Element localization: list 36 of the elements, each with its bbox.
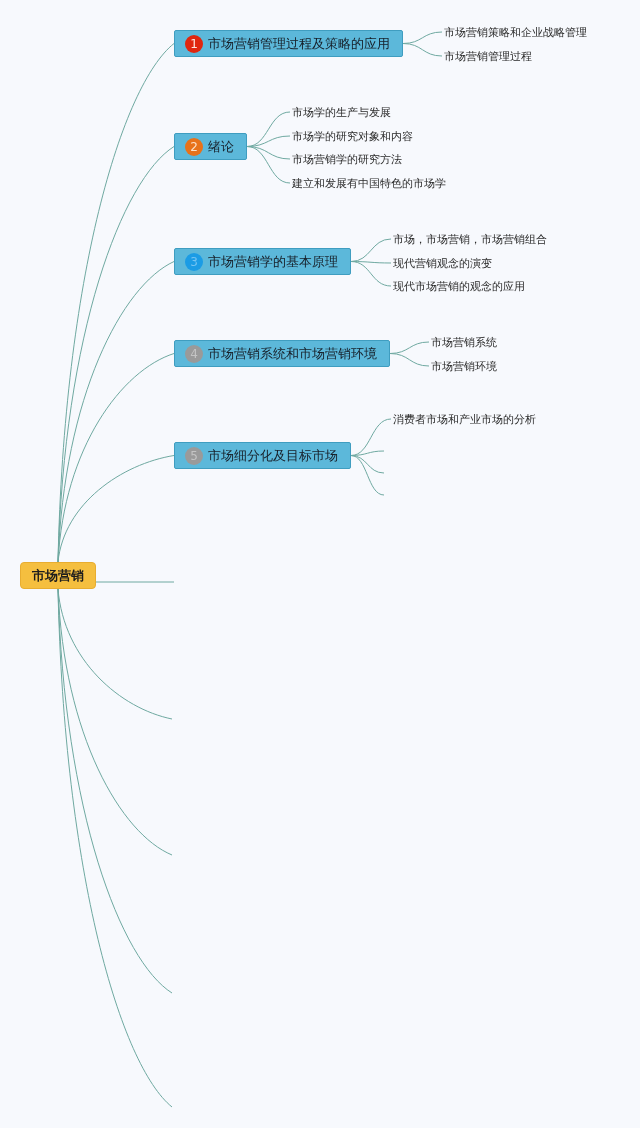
branch-line <box>57 353 175 563</box>
branch-line <box>402 43 443 57</box>
branch-line <box>95 581 175 583</box>
topic-box <box>174 442 351 469</box>
topic-title: 市场营销系统和市场营销环境 <box>208 345 377 362</box>
topic-box <box>174 30 403 57</box>
branch-line <box>350 455 385 496</box>
subtopic-label: 建立和发展有中国特色的市场学 <box>290 176 446 190</box>
subtopic-label: 市场学的生产与发展 <box>290 105 391 119</box>
topic-title: 市场营销管理过程及策略的应用 <box>208 35 390 52</box>
topic-title: 绪论 <box>208 138 234 155</box>
topic-title: 市场营销学的基本原理 <box>208 253 338 270</box>
branch-line <box>246 111 291 147</box>
root-box: 市场营销 <box>20 562 96 589</box>
number-badge: 1 <box>185 34 203 53</box>
branch-line <box>57 261 175 563</box>
subtopic-label: 市场学的研究对象和内容 <box>290 129 413 143</box>
subtopic-label: 市场，市场营销，市场营销组合 <box>391 232 547 246</box>
number-badge: 3 <box>185 252 203 271</box>
subtopic-label: 现代营销观念的演变 <box>391 256 492 270</box>
topic-box <box>174 248 351 275</box>
subtopic-label: 消费者市场和产业市场的分析 <box>391 412 536 426</box>
branch-line <box>246 146 291 184</box>
number-badge: 2 <box>185 137 203 156</box>
branch-line <box>350 261 392 287</box>
topic-box <box>174 133 247 160</box>
subtopic-label: 现代市场营销的观念的应用 <box>391 279 525 293</box>
topic-box <box>174 340 390 367</box>
branch-line <box>57 588 173 1108</box>
subtopic-label: 市场营销管理过程 <box>442 49 532 63</box>
branch-line <box>389 353 430 367</box>
subtopic-label: 市场营销学的研究方法 <box>290 152 402 166</box>
subtopic-label: 市场营销环境 <box>429 359 497 373</box>
subtopic-label: 市场营销策略和企业战略管理 <box>442 25 587 39</box>
topic-title: 市场细分化及目标市场 <box>208 447 338 464</box>
subtopic-label: 市场营销系统 <box>429 335 497 349</box>
